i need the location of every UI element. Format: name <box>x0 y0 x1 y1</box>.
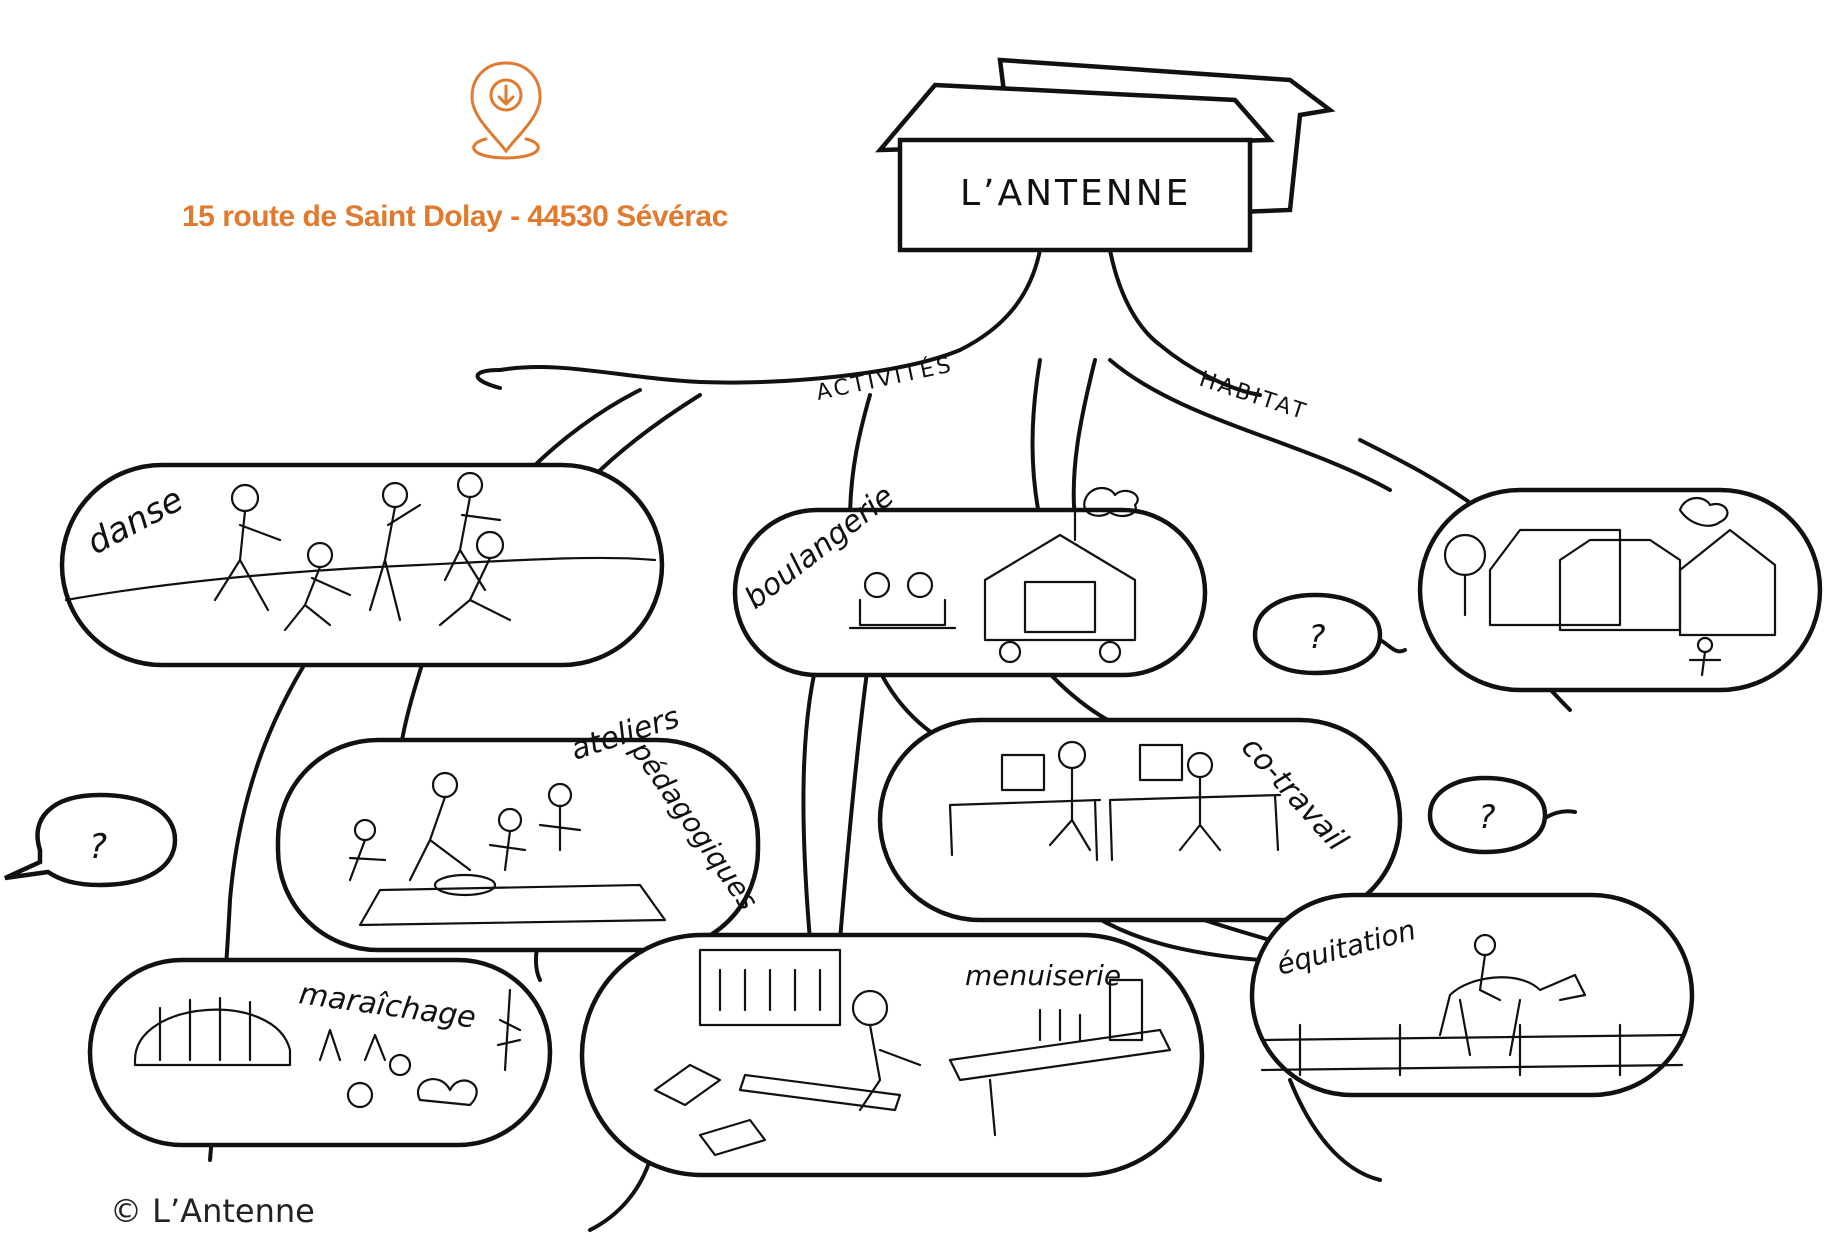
equitation-bubble: équitation <box>1249 892 1695 1098</box>
garden-illustration <box>133 988 522 1109</box>
danse-bubble: danse <box>59 462 665 668</box>
horse-riding-illustration <box>1260 933 1684 1077</box>
dancers-illustration <box>213 471 512 632</box>
question-bubble-left: ? <box>4 792 178 888</box>
carpentry-illustration <box>653 948 1172 1157</box>
coworking-illustration <box>948 740 1282 862</box>
housing-illustration <box>1443 497 1777 677</box>
menuiserie-label: menuiserie <box>965 959 1121 992</box>
bakery-illustration <box>848 487 1139 664</box>
branch-labels: ACTIVITÉS HABITAT <box>814 351 1311 425</box>
ateliers-bubble: ateliers pédagogiques <box>275 700 765 953</box>
boulangerie-bubble: boulangerie <box>732 479 1208 678</box>
question-mark-left: ? <box>89 827 107 867</box>
branch-label-activites: ACTIVITÉS <box>814 351 956 405</box>
house: L’ANTENNE <box>875 57 1336 253</box>
maraichage-bubble: maraîchage <box>87 957 553 1148</box>
copyright-text: © L’Antenne <box>110 1192 315 1230</box>
menuiserie-bubble: menuiserie <box>579 932 1205 1178</box>
cotravail-bubble: co-travail <box>877 717 1403 923</box>
question-bubble-middle: ? <box>1252 592 1407 676</box>
house-label: L’ANTENNE <box>960 173 1191 214</box>
workshop-illustration <box>348 771 667 927</box>
question-mark-right: ? <box>1479 798 1496 836</box>
question-bubble-right: ? <box>1427 775 1577 855</box>
map-pin-download-icon <box>470 61 542 160</box>
address-text: 15 route de Saint Dolay - 44530 Sévérac <box>182 200 728 233</box>
question-mark-middle: ? <box>1309 618 1326 656</box>
habitat-bubble <box>1417 487 1823 693</box>
